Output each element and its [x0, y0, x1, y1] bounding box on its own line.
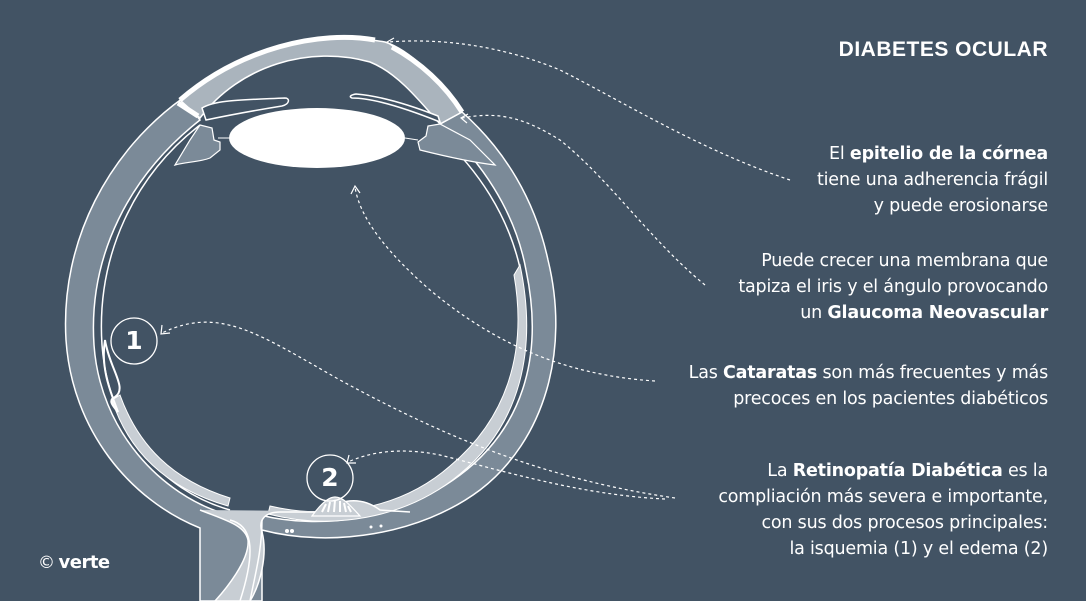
page-title: DIABETES OCULAR — [838, 38, 1048, 61]
annotation-retinopatia: La Retinopatía Diabética es la compliaci… — [718, 461, 1048, 559]
iris — [201, 93, 442, 124]
ciliary-body-left — [173, 124, 221, 167]
macula — [310, 496, 362, 517]
annotation-cornea: El epitelio de la córnea tiene una adher… — [816, 144, 1048, 216]
leader-lines — [161, 40, 791, 500]
cornea — [176, 34, 465, 125]
leader-cornea — [387, 40, 791, 181]
marker-edema-label: 2 — [321, 463, 339, 492]
leader-glaucoma — [461, 114, 706, 286]
retinal-detachment — [102, 339, 121, 413]
ciliary-body-right — [417, 123, 497, 166]
sclera — [64, 96, 557, 601]
marker-1-circle — [110, 317, 158, 365]
lens — [229, 108, 405, 168]
optic-nerve — [199, 496, 411, 601]
brand-name: verte — [58, 552, 111, 573]
leader-cataratas — [354, 186, 656, 382]
leader-isquemia — [161, 321, 676, 499]
copyright-icon: © — [38, 552, 55, 573]
brand-logo: © verte — [38, 552, 110, 573]
marker-isquemia-label: 1 — [125, 326, 143, 355]
leader-edema — [347, 450, 666, 500]
marker-2-circle — [306, 454, 354, 502]
annotation-glaucoma: Puede crecer una membrana que tapiza el … — [738, 251, 1048, 323]
annotation-cataratas: Las Cataratas son más frecuentes y más p… — [688, 363, 1049, 409]
retina-band — [111, 263, 528, 522]
